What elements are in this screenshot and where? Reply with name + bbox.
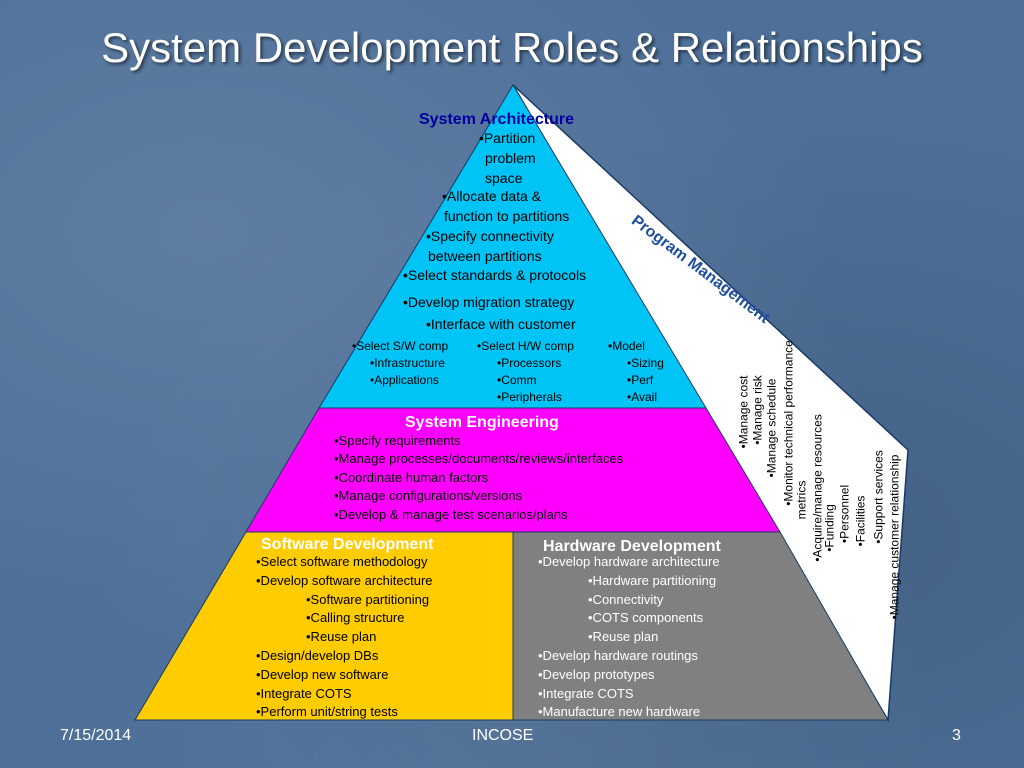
list-item: •COTS components bbox=[588, 610, 704, 626]
arch-column-model: •Model •Sizing •Perf •Avail bbox=[608, 338, 664, 406]
arch-item: •Interface with customer bbox=[426, 316, 576, 332]
hardware-title: Hardware Development bbox=[543, 538, 721, 555]
list-item: •Software partitioning bbox=[306, 591, 430, 607]
list-item: •Hardware partitioning bbox=[588, 572, 717, 588]
list-item: •Develop & manage test scenarios/plans bbox=[334, 506, 568, 522]
pm-item: •Manage cost bbox=[736, 375, 751, 449]
list-item: •Peripherals bbox=[497, 390, 562, 404]
list-item: •Perf bbox=[627, 373, 654, 387]
arch-item: between partitions bbox=[428, 248, 542, 264]
list-item: •Manufacture new hardware bbox=[538, 704, 701, 720]
arch-column-software: •Select S/W comp •Infrastructure •Applic… bbox=[352, 338, 448, 389]
list-item: •Calling structure bbox=[306, 610, 405, 626]
pm-item: •Facilities bbox=[853, 495, 868, 547]
slide-title: System Development Roles & Relationships bbox=[101, 24, 923, 71]
list-item: •Integrate COTS bbox=[256, 685, 352, 701]
architecture-title: System Architecture bbox=[419, 111, 575, 128]
pm-item: •Manage risk bbox=[750, 375, 765, 445]
arch-column-header: •Model bbox=[608, 339, 645, 353]
list-item: •Applications bbox=[370, 373, 439, 387]
pm-item: •Funding bbox=[822, 504, 837, 552]
footer-date: 7/15/2014 bbox=[60, 727, 132, 744]
list-item: •Sizing bbox=[627, 356, 664, 370]
pm-item: metrics bbox=[794, 480, 809, 520]
list-item: •Integrate COTS bbox=[538, 685, 634, 701]
list-item: •Manage processes/documents/reviews/inte… bbox=[334, 451, 624, 467]
list-item: •Develop hardware architecture bbox=[538, 554, 720, 569]
list-item: •Perform unit/string tests bbox=[256, 704, 398, 720]
hardware-development-block bbox=[512, 531, 889, 721]
arch-item: •Allocate data & bbox=[442, 188, 542, 204]
arch-item: problem bbox=[485, 150, 536, 166]
pm-item: •Personnel bbox=[837, 484, 852, 544]
arch-column-header: •Select H/W comp bbox=[477, 339, 574, 353]
list-item: •Develop hardware routings bbox=[538, 647, 698, 663]
footer-page-number: 3 bbox=[952, 727, 961, 744]
list-item: •Manage configurations/versions bbox=[334, 488, 523, 504]
hardware-list: •Develop hardware architecture •Hardware… bbox=[538, 553, 720, 722]
arch-item: •Select standards & protocols bbox=[403, 267, 587, 283]
software-list: •Select software methodology •Develop so… bbox=[256, 553, 433, 722]
pm-item: •Manage customer relationship bbox=[887, 454, 902, 620]
list-item: •Coordinate human factors bbox=[334, 469, 489, 485]
list-item: •Select software methodology bbox=[256, 554, 428, 569]
pm-item: •Manage schedule bbox=[764, 378, 779, 478]
list-item: •Infrastructure bbox=[370, 356, 445, 370]
engineering-title: System Engineering bbox=[405, 414, 559, 431]
list-item: •Avail bbox=[627, 390, 657, 404]
arch-item: •Partition bbox=[479, 130, 536, 146]
arch-item: space bbox=[485, 170, 523, 186]
list-item: •Develop software architecture bbox=[256, 572, 433, 588]
list-item: •Comm bbox=[497, 373, 537, 387]
arch-column-hardware: •Select H/W comp •Processors •Comm •Peri… bbox=[477, 338, 574, 406]
arch-column-header: •Select S/W comp bbox=[352, 339, 449, 353]
list-item: •Design/develop DBs bbox=[256, 647, 379, 663]
arch-item: •Develop migration strategy bbox=[403, 294, 575, 310]
list-item: •Reuse plan bbox=[588, 629, 659, 645]
list-item: •Develop new software bbox=[256, 666, 389, 682]
engineering-list: •Specify requirements •Manage processes/… bbox=[334, 432, 623, 524]
pm-item: •Support services bbox=[871, 450, 886, 544]
list-item: •Processors bbox=[497, 356, 562, 370]
list-item: •Specify requirements bbox=[334, 433, 461, 448]
software-title: Software Development bbox=[261, 536, 434, 553]
arch-item: •Specify connectivity bbox=[426, 228, 554, 244]
footer-org: INCOSE bbox=[472, 727, 534, 744]
list-item: •Reuse plan bbox=[306, 629, 377, 645]
list-item: •Connectivity bbox=[588, 591, 664, 607]
list-item: •Develop prototypes bbox=[538, 666, 655, 682]
arch-item: function to partitions bbox=[444, 208, 570, 224]
